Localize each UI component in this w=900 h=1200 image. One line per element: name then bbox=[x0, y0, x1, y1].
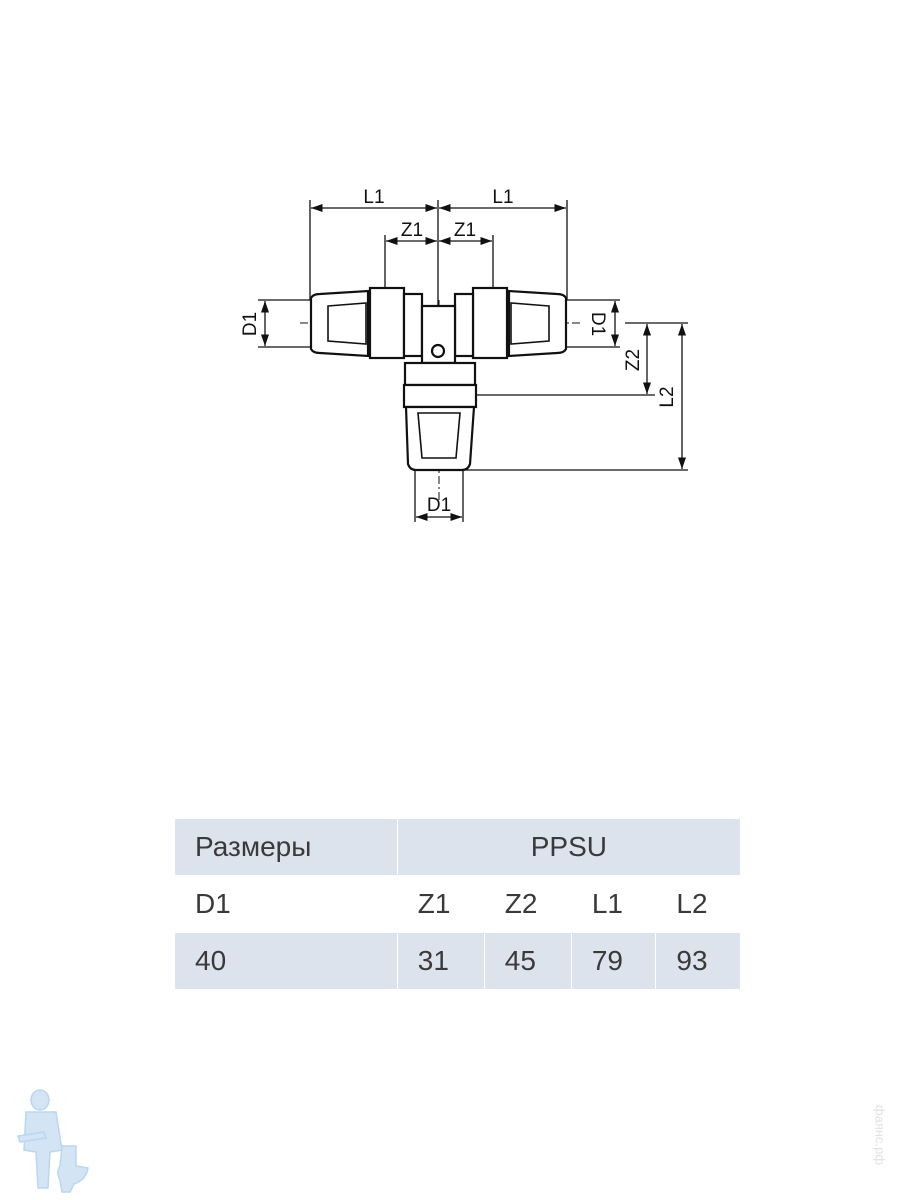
label-l1-left: L1 bbox=[363, 187, 384, 208]
tee-fitting-drawing: L1 L1 Z1 Z1 D1 D1 Z2 L2 D1 bbox=[240, 187, 688, 522]
label-d1-bottom: D1 bbox=[427, 495, 451, 516]
table-cell: 31 bbox=[396, 932, 485, 990]
table-cell: 40 bbox=[174, 932, 398, 990]
table-row: 40 31 45 79 93 bbox=[174, 932, 741, 990]
label-d1-right: D1 bbox=[587, 312, 608, 336]
label-l2: L2 bbox=[657, 386, 678, 407]
table-cell: 79 bbox=[570, 932, 657, 990]
label-z1-left: Z1 bbox=[401, 220, 423, 241]
header-sizes: Размеры bbox=[174, 818, 398, 876]
table-header-row: Размеры PPSU bbox=[174, 818, 742, 876]
table-columns-row: D1 Z1 Z2 L1 L2 bbox=[174, 875, 741, 933]
label-z1-right: Z1 bbox=[454, 220, 476, 241]
column-header: Z1 bbox=[396, 875, 485, 933]
column-header: L2 bbox=[655, 875, 741, 933]
dimensions-table: Размеры PPSU D1 Z1 Z2 L1 L2 40 31 45 79 … bbox=[174, 818, 742, 990]
watermark: фаянс.рф bbox=[872, 1104, 888, 1166]
table-cell: 45 bbox=[483, 932, 572, 990]
column-header: L1 bbox=[570, 875, 657, 933]
label-z2: Z2 bbox=[623, 349, 644, 371]
plumber-mascot-logo bbox=[17, 1089, 89, 1193]
column-header: D1 bbox=[174, 875, 398, 933]
label-l1-right: L1 bbox=[492, 187, 513, 208]
header-material: PPSU bbox=[396, 818, 742, 876]
table-cell: 93 bbox=[655, 932, 741, 990]
label-d1-left: D1 bbox=[240, 312, 261, 336]
column-header: Z2 bbox=[483, 875, 572, 933]
